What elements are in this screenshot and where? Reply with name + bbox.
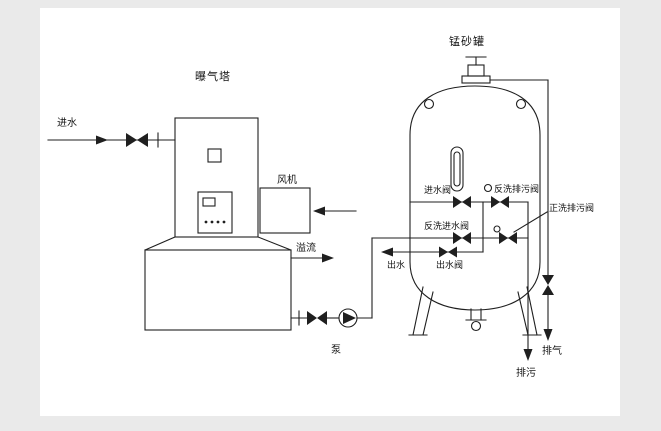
drain-arrow-icon [523, 349, 533, 361]
outlet-arrow-icon [381, 247, 393, 257]
label-overflow: 溢流 [296, 241, 316, 254]
tower-window [207, 148, 222, 163]
exhaust-pipe [489, 79, 554, 341]
tower-base-tank [144, 236, 292, 331]
inlet-line-valve-icon [126, 133, 148, 147]
forward-flush-drain-valve-icon [499, 232, 517, 244]
label-backwash-inlet-valve: 反洗进水阀 [424, 220, 469, 231]
overflow-pipe [290, 253, 334, 263]
label-inlet-water: 进水 [57, 117, 77, 129]
pump-suction-valve-icon [307, 311, 327, 325]
label-outlet-water: 出水 [387, 259, 405, 270]
lifting-lug-right [515, 98, 527, 110]
valve-manifold [371, 183, 548, 361]
pump-line [290, 237, 373, 328]
exhaust-arrow-icon [543, 329, 553, 341]
label-fan: 风机 [277, 173, 297, 186]
fan-box [259, 187, 357, 234]
outlet-valve-icon [439, 246, 457, 258]
tower-control-panel [197, 191, 233, 234]
label-backwash-drain-valve: 反洗排污阀 [494, 183, 539, 194]
overflow-arrow-icon [322, 253, 334, 263]
inlet-pipe [47, 132, 176, 148]
exhaust-valve-icon [542, 275, 554, 295]
label-exhaust: 排气 [542, 344, 562, 357]
fan-inlet-arrow-icon [313, 206, 325, 216]
tank-bottom-fitting [465, 308, 487, 332]
diagram-board [40, 8, 620, 416]
backwash-inlet-valve-icon [453, 232, 471, 244]
label-outlet-valve: 出水阀 [436, 259, 463, 270]
label-manganese-sand-tank: 锰砂罐 [449, 34, 485, 48]
inlet-flow-arrow-icon [96, 135, 108, 145]
lifting-lug-left [423, 98, 435, 110]
tank-top-vent-fitting [461, 56, 491, 84]
label-pump: 泵 [331, 344, 341, 356]
label-inlet-valve: 进水阀 [424, 184, 451, 195]
valve-actuator-icon [483, 183, 493, 193]
label-aeration-tower: 曝气塔 [195, 69, 231, 83]
label-forward-flush-drain-valve: 正洗排污阀 [549, 202, 594, 213]
tank-legs [408, 286, 542, 336]
tank-inlet-valve-icon [453, 196, 471, 208]
valve-actuator-icon [493, 225, 501, 233]
backwash-drain-valve-icon [491, 196, 509, 208]
sight-glass [450, 146, 464, 192]
label-drain: 排污 [516, 366, 536, 379]
leader-line [513, 211, 548, 233]
filter-tank-shell [409, 85, 541, 311]
aeration-tower-body [174, 117, 259, 238]
